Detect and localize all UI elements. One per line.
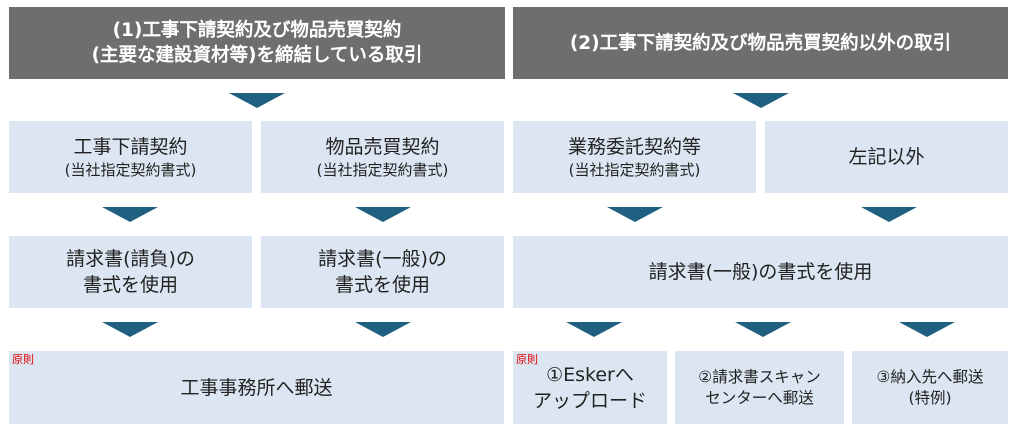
box-sub-label: (当社指定契約書式): [316, 160, 449, 179]
arrow-down-icon: [735, 322, 791, 337]
box-line2: (特例): [908, 388, 952, 407]
box-upload-esker: ①Eskerへ アップロード: [513, 351, 667, 424]
box-other: 左記以外: [765, 121, 1008, 193]
box-line1: 請求書(一般)の書式を使用: [648, 261, 873, 283]
principle-tag-right: 原則: [516, 353, 538, 366]
principle-tag-left: 原則: [12, 353, 34, 366]
box-line2: 書式を使用: [334, 274, 430, 296]
box-line1: ①Eskerへ: [546, 363, 634, 386]
box-line1: ③納入先へ郵送: [876, 367, 984, 386]
box-main-label: 工事事務所へ郵送: [180, 376, 333, 399]
box-main-label: 工事下請契約: [73, 135, 188, 158]
box-line2: アップロード: [532, 389, 647, 412]
arrow-down-icon: [899, 322, 955, 337]
header-left-line2: (主要な建設資材等)を締結している取引: [91, 45, 423, 66]
box-sub-label: (当社指定契約書式): [64, 160, 197, 179]
header-right-text: (2)工事下請契約及び物品売買契約以外の取引: [569, 32, 952, 54]
box-goods-sale: 物品売買契約 (当社指定契約書式): [261, 121, 504, 193]
box-invoice-general-format: 請求書(一般)の 書式を使用: [261, 236, 504, 308]
box-service-contract: 業務委託契約等 (当社指定契約書式): [513, 121, 756, 193]
box-line2: センターへ郵送: [705, 388, 814, 407]
arrow-down-icon: [229, 93, 285, 108]
header-left: (1)工事下請契約及び物品売買契約 (主要な建設資材等)を締結している取引: [9, 7, 505, 79]
box-sub-label: (当社指定契約書式): [568, 160, 701, 179]
box-line2: 書式を使用: [82, 274, 178, 296]
arrow-down-icon: [566, 322, 622, 337]
box-line1: 請求書(請負)の: [66, 248, 195, 270]
box-invoice-general-format-wide: 請求書(一般)の書式を使用: [513, 236, 1008, 308]
arrow-down-icon: [102, 207, 158, 222]
box-mail-to-delivery-site: ③納入先へ郵送 (特例): [852, 351, 1008, 424]
box-line1: 請求書(一般)の: [318, 248, 447, 270]
arrow-down-icon: [607, 207, 663, 222]
arrow-down-icon: [355, 322, 411, 337]
box-main-label: 業務委託契約等: [567, 135, 701, 158]
arrow-down-icon: [102, 322, 158, 337]
header-right: (2)工事下請契約及び物品売買契約以外の取引: [513, 7, 1008, 79]
box-main-label: 左記以外: [848, 146, 925, 168]
arrow-down-icon: [355, 207, 411, 222]
box-mail-to-site-office: 工事事務所へ郵送: [9, 351, 504, 424]
box-invoice-contract-format: 請求書(請負)の 書式を使用: [9, 236, 252, 308]
header-left-line1: (1)工事下請契約及び物品売買契約: [112, 20, 402, 41]
box-mail-scan-center: ②請求書スキャン センターへ郵送: [675, 351, 844, 424]
box-main-label: 物品売買契約: [325, 135, 440, 158]
arrow-down-icon: [861, 207, 917, 222]
arrow-down-icon: [733, 93, 789, 108]
box-line1: ②請求書スキャン: [698, 367, 821, 386]
box-construction-subcontract: 工事下請契約 (当社指定契約書式): [9, 121, 252, 193]
